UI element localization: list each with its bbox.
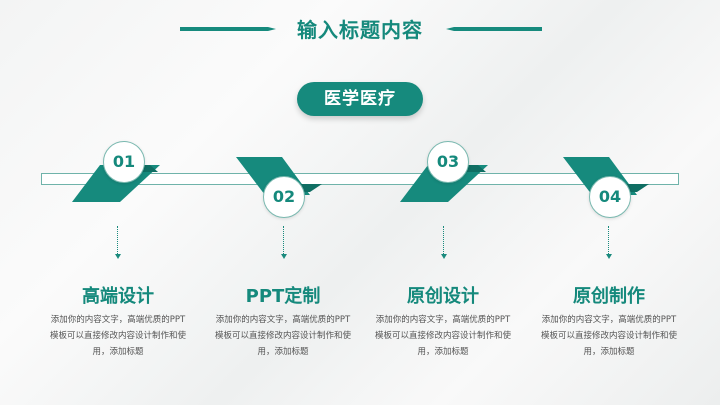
step-title-1: 高端设计: [82, 286, 154, 307]
arrow-down-icon: [441, 254, 447, 259]
step-title-2: PPT定制: [245, 286, 321, 307]
step-number-badge-3: 03: [427, 141, 469, 183]
connector-2: [283, 226, 284, 254]
step-number-badge-1: 01: [103, 141, 145, 183]
step-description-2: 添加你的内容文字，高端优质的PPT模板可以直接修改内容设计制作和使用，添加标题: [214, 315, 351, 357]
connector-1: [117, 226, 118, 254]
step-number-badge-2: 02: [263, 176, 305, 218]
connector-4: [608, 226, 609, 254]
step-number-badge-4: 04: [589, 176, 631, 218]
page-title: 输入标题内容: [297, 18, 423, 42]
arrow-down-icon: [606, 254, 612, 259]
step-description-1: 添加你的内容文字，高端优质的PPT模板可以直接修改内容设计制作和使用，添加标题: [49, 315, 186, 357]
arrow-down-icon: [115, 254, 121, 259]
category-pill: 医学医疗: [297, 82, 423, 116]
timeline-bar: [41, 173, 679, 185]
step-title-4: 原创制作: [573, 286, 645, 307]
title-left-arrow-line: [180, 27, 276, 31]
step-description-3: 添加你的内容文字，高端优质的PPT模板可以直接修改内容设计制作和使用，添加标题: [374, 315, 511, 357]
step-description-4: 添加你的内容文字，高端优质的PPT模板可以直接修改内容设计制作和使用，添加标题: [540, 315, 677, 357]
arrow-down-icon: [281, 254, 287, 259]
title-right-arrow-line: [446, 27, 542, 31]
step-title-3: 原创设计: [407, 286, 479, 307]
connector-3: [443, 226, 444, 254]
